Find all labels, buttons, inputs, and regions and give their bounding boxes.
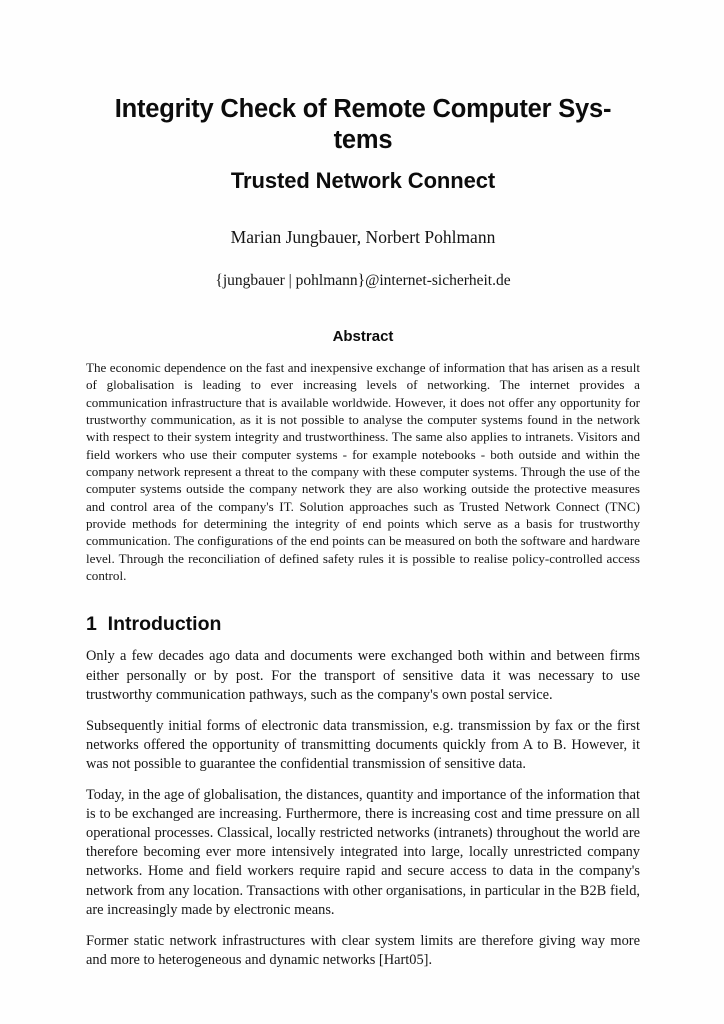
paragraph: Today, in the age of globalisation, the … [86, 787, 640, 918]
author-email: {jungbauer | pohlmann}@internet-sicherhe… [215, 272, 511, 289]
title-line-2: tems [333, 126, 393, 154]
page-title: Integrity Check of Remote Computer Sys-t… [86, 0, 640, 156]
paragraph: Only a few decades ago data and document… [86, 648, 640, 703]
section-heading-introduction: 1 Introduction [86, 613, 222, 636]
paragraph: Former static network infrastructures wi… [86, 932, 640, 968]
abstract-body: The economic dependence on the fast and … [86, 360, 640, 584]
paragraph: Subsequently initial forms of electronic… [86, 717, 640, 772]
page-subtitle: Trusted Network Connect [230, 168, 496, 193]
title-line-1: Integrity Check of Remote Computer Sys- [114, 95, 612, 123]
page-content-column: Integrity Check of Remote Computer Sys-t… [86, 0, 640, 970]
abstract-heading: Abstract [332, 328, 394, 345]
author-list: Marian Jungbauer, Norbert Pohlmann [230, 227, 496, 247]
